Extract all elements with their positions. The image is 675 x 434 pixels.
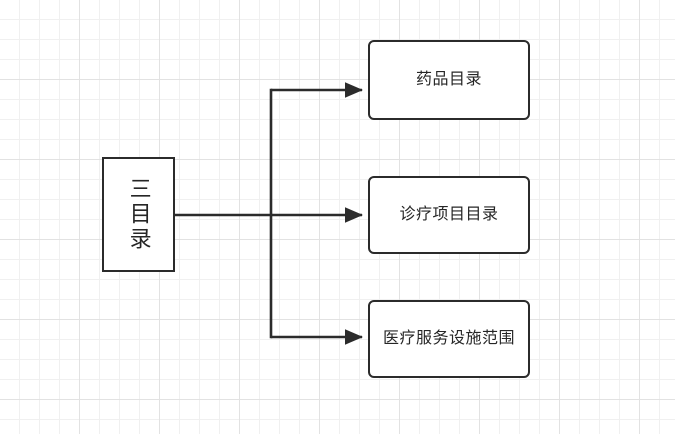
node-treatment-catalog-label: 诊疗项目目录 <box>399 206 499 224</box>
node-facility-scope-label: 医疗服务设施范围 <box>382 330 515 348</box>
node-source-label: 三目录 <box>126 177 152 252</box>
node-treatment-catalog[interactable]: 诊疗项目目录 <box>368 176 530 254</box>
node-source[interactable]: 三目录 <box>102 157 175 272</box>
node-drug-catalog-label: 药品目录 <box>415 71 482 89</box>
node-facility-scope[interactable]: 医疗服务设施范围 <box>368 300 530 378</box>
node-drug-catalog[interactable]: 药品目录 <box>368 40 530 120</box>
